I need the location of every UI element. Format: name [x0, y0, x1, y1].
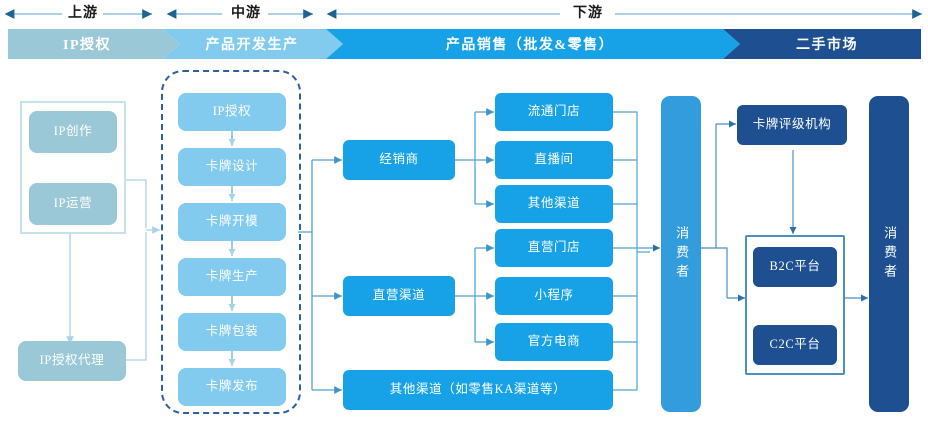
card-release-node[interactable]: 卡牌发布	[178, 368, 286, 406]
banner-secondhand-label: 二手市场	[796, 38, 858, 53]
direct-store-node[interactable]: 直营门店	[495, 229, 613, 267]
direct-channel-label: 直营渠道	[372, 288, 426, 303]
axis-label-upstream: 上游	[68, 6, 98, 21]
outlet-to-consumer-wires	[613, 111, 660, 391]
banner-downstream-label: 产品销售（批发&零售）	[445, 38, 615, 53]
ip-licensing-agency-label: IP授权代理	[39, 353, 105, 368]
other-channel-node[interactable]: 其他渠道（如零售KA渠道等）	[343, 370, 613, 410]
card-production-label: 卡牌生产	[205, 269, 259, 284]
card-grading-agency-node[interactable]: 卡牌评级机构	[737, 105, 847, 145]
card-grading-agency-label: 卡牌评级机构	[752, 117, 832, 132]
circulation-store-node[interactable]: 流通门店	[495, 93, 613, 131]
c2c-platform-label: C2C平台	[769, 337, 821, 352]
official-ecommerce-label: 官方电商	[527, 334, 581, 349]
direct-channel-wires	[455, 244, 494, 346]
card-tooling-label: 卡牌开模	[205, 214, 259, 229]
b2c-platform-label: B2C平台	[769, 259, 821, 274]
platform-group-frame	[745, 235, 845, 375]
distributor-wires	[455, 108, 494, 208]
production-pipeline-frame	[161, 70, 301, 414]
card-release-label: 卡牌发布	[205, 379, 259, 394]
consumer-secondary-bar[interactable]: 消费者	[869, 96, 909, 412]
other-channel-label: 其他渠道（如零售KA渠道等）	[389, 382, 567, 397]
card-design-label: 卡牌设计	[205, 159, 259, 174]
other-outlet-label: 其他渠道	[527, 196, 581, 211]
official-ecommerce-node[interactable]: 官方电商	[495, 323, 613, 361]
c2c-platform-node[interactable]: C2C平台	[753, 325, 837, 365]
channel-fanout-wires	[298, 156, 342, 394]
mini-program-node[interactable]: 小程序	[495, 277, 613, 315]
b2c-platform-node[interactable]: B2C平台	[753, 247, 837, 287]
axis-label-downstream: 下游	[573, 6, 603, 21]
ip-creation-node[interactable]: IP创作	[29, 111, 117, 153]
banner-midstream-label: 产品开发生产	[205, 38, 299, 53]
direct-channel-node[interactable]: 直营渠道	[343, 276, 455, 316]
banner-downstream: 产品销售（批发&零售）	[326, 29, 740, 59]
ip-license-label: IP授权	[212, 104, 252, 119]
mini-program-label: 小程序	[534, 288, 574, 303]
ip-owner-group-frame	[20, 101, 126, 234]
banner-midstream: 产品开发生产	[163, 29, 343, 59]
ip-operation-node[interactable]: IP运营	[29, 183, 117, 225]
consumer-primary-bar[interactable]: 消费者	[661, 96, 701, 412]
card-design-node[interactable]: 卡牌设计	[178, 148, 286, 186]
card-tooling-node[interactable]: 卡牌开模	[178, 203, 286, 241]
ip-licensing-agency-node[interactable]: IP授权代理	[18, 341, 126, 381]
card-production-node[interactable]: 卡牌生产	[178, 258, 286, 296]
ip-operation-label: IP运营	[53, 196, 93, 211]
ip-license-node[interactable]: IP授权	[178, 93, 286, 131]
circulation-store-label: 流通门店	[527, 104, 581, 119]
consumer-secondary-label: 消费者	[882, 225, 898, 283]
banner-secondhand: 二手市场	[723, 29, 921, 59]
banner-upstream-label: IP授权	[63, 38, 111, 53]
consumer-primary-label: 消费者	[674, 225, 690, 283]
distributor-label: 经销商	[379, 152, 419, 167]
direct-store-label: 直营门店	[527, 240, 581, 255]
axis-label-midstream: 中游	[231, 6, 261, 21]
card-packaging-label: 卡牌包装	[205, 324, 259, 339]
card-packaging-node[interactable]: 卡牌包装	[178, 313, 286, 351]
distributor-node[interactable]: 经销商	[343, 140, 455, 180]
livestream-room-label: 直播间	[534, 152, 574, 167]
livestream-room-node[interactable]: 直播间	[495, 141, 613, 179]
banner-upstream: IP授权	[8, 29, 180, 59]
ip-creation-label: IP创作	[53, 124, 93, 139]
other-outlet-node[interactable]: 其他渠道	[495, 185, 613, 223]
